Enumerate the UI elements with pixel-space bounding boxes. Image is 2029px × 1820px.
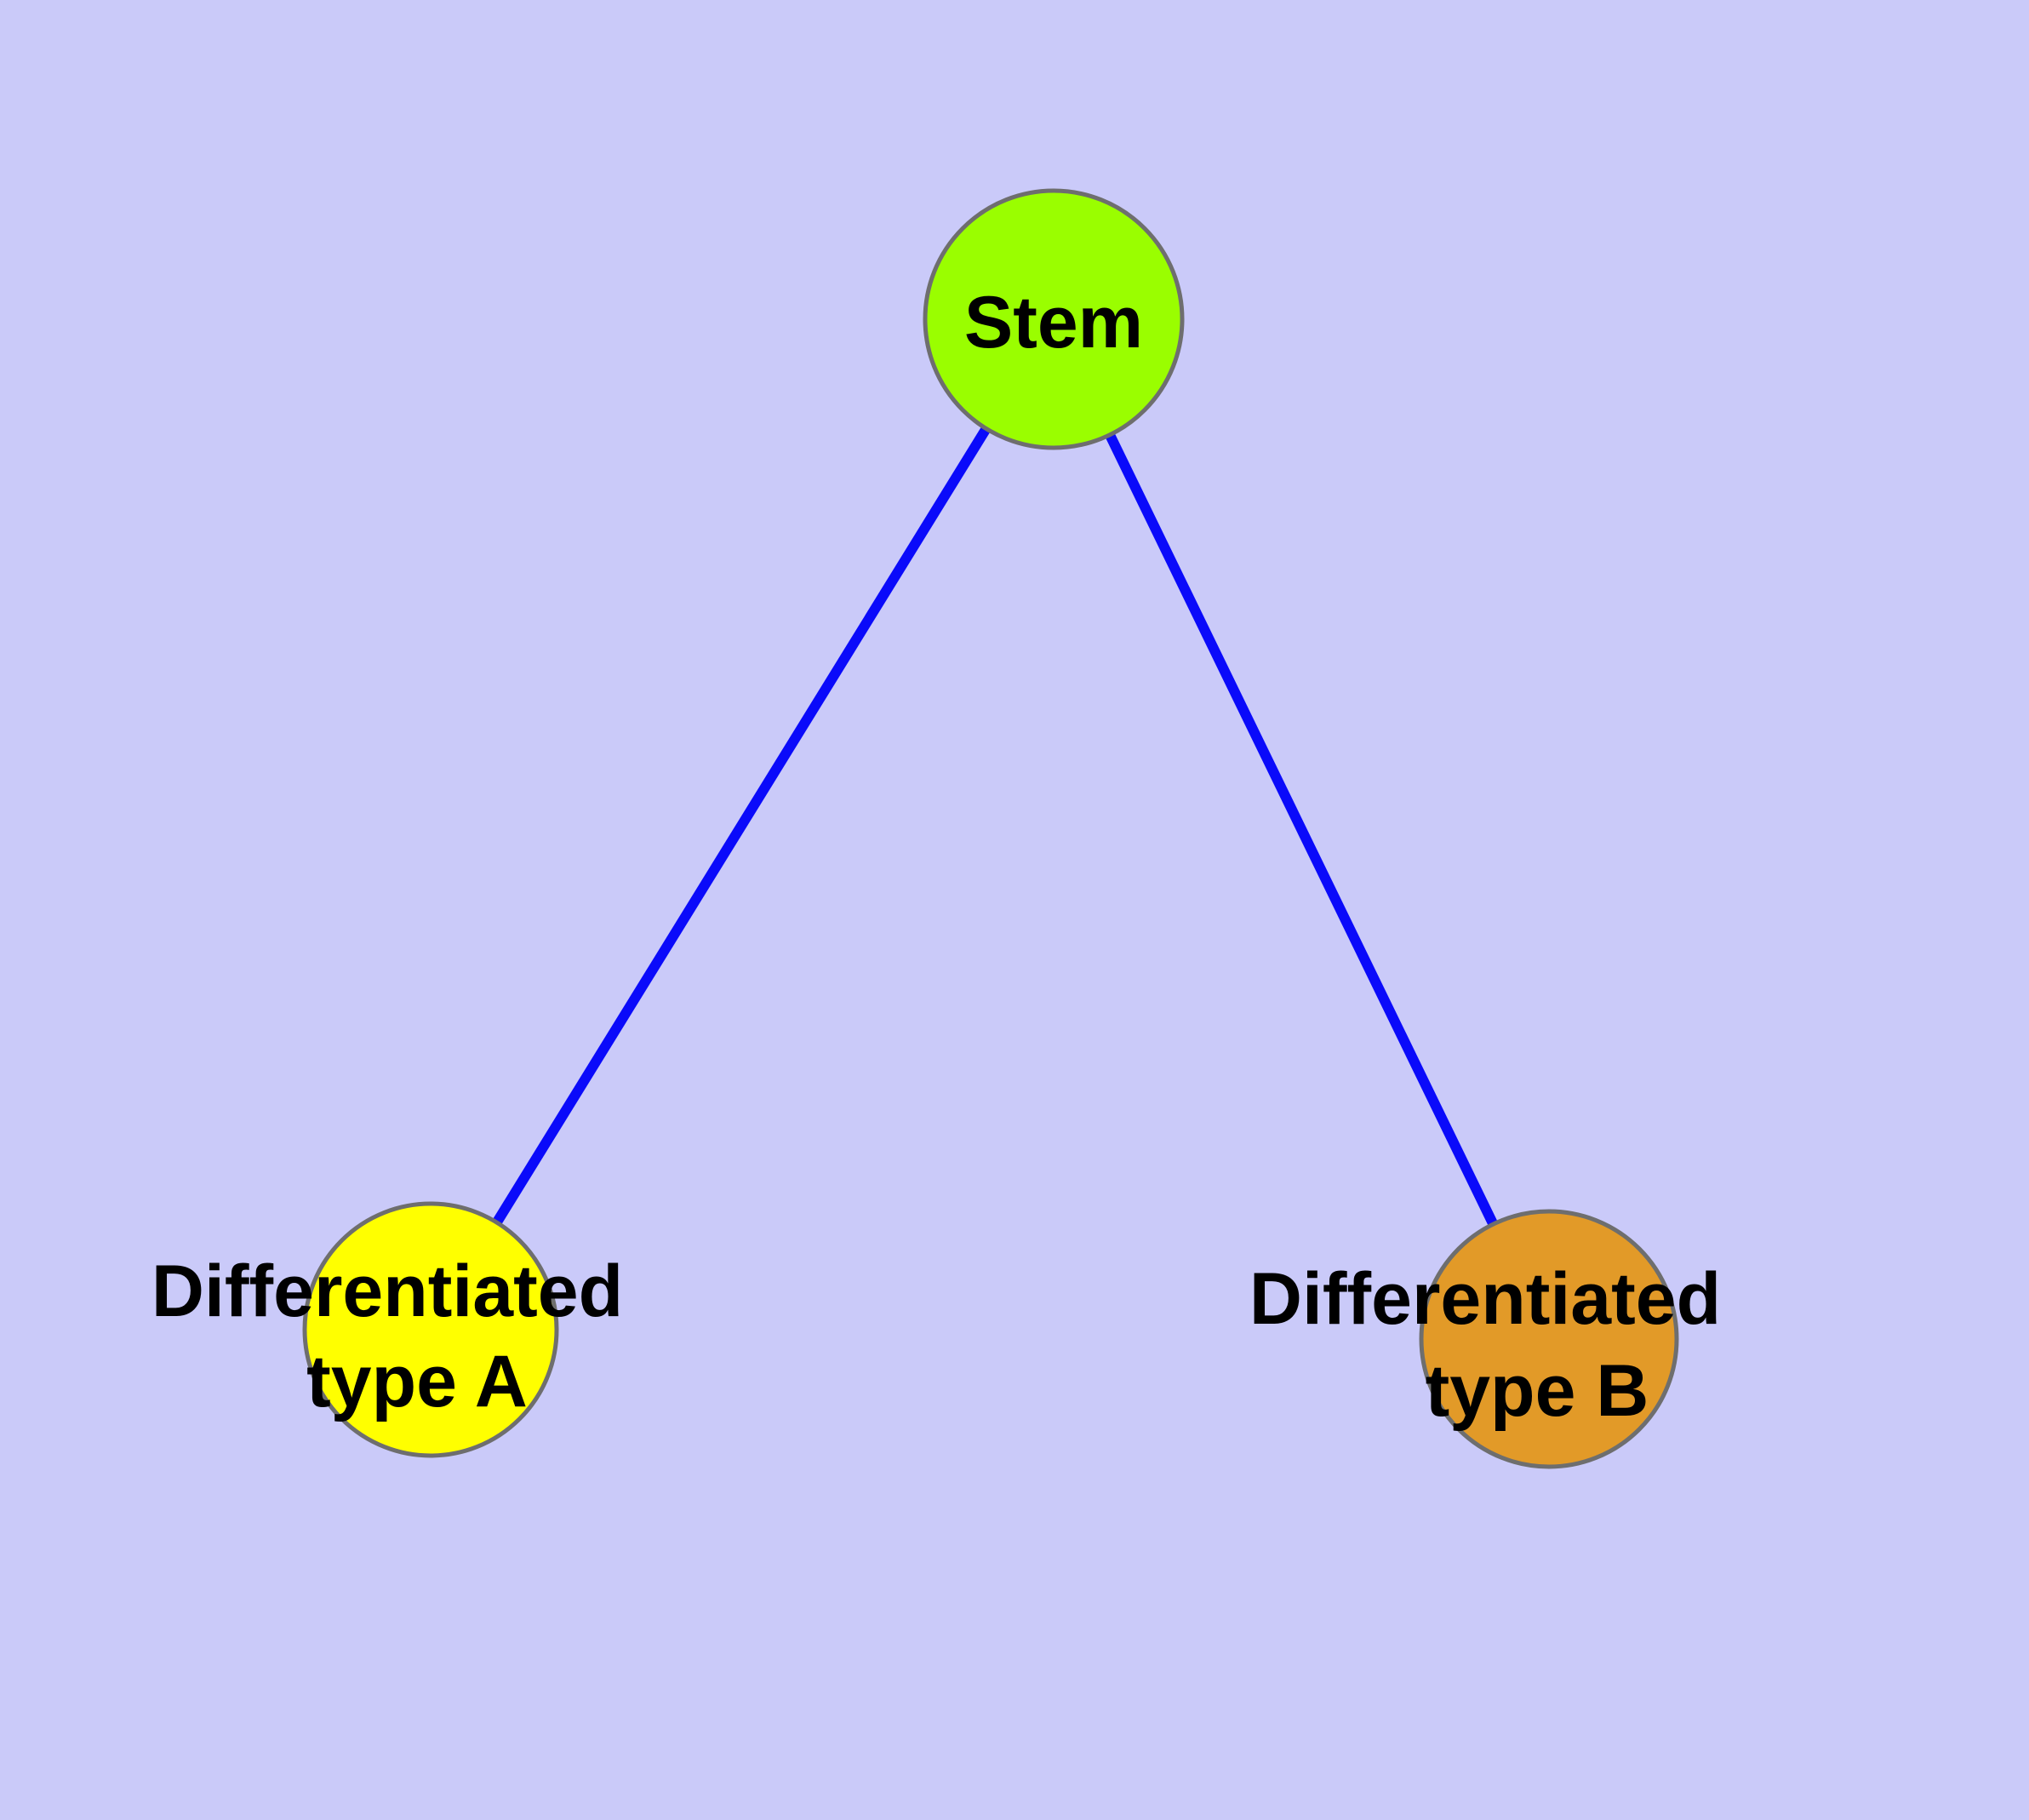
node-differentiated-type-a	[302, 1201, 559, 1458]
node-type-b-label-line-1: Differentiated	[1249, 1258, 1721, 1340]
node-type-a-label-line-2: type A	[306, 1341, 528, 1422]
node-stem	[923, 188, 1185, 450]
node-stem-label: Stem	[964, 282, 1143, 363]
edge-stem-to-type-a	[426, 316, 1059, 1333]
node-type-a-label-line-1: Differentiated	[151, 1251, 623, 1332]
edge-stem-to-type-b	[1049, 317, 1554, 1342]
node-differentiated-type-b	[1419, 1209, 1679, 1469]
node-type-b-label-line-2: type B	[1426, 1350, 1649, 1432]
